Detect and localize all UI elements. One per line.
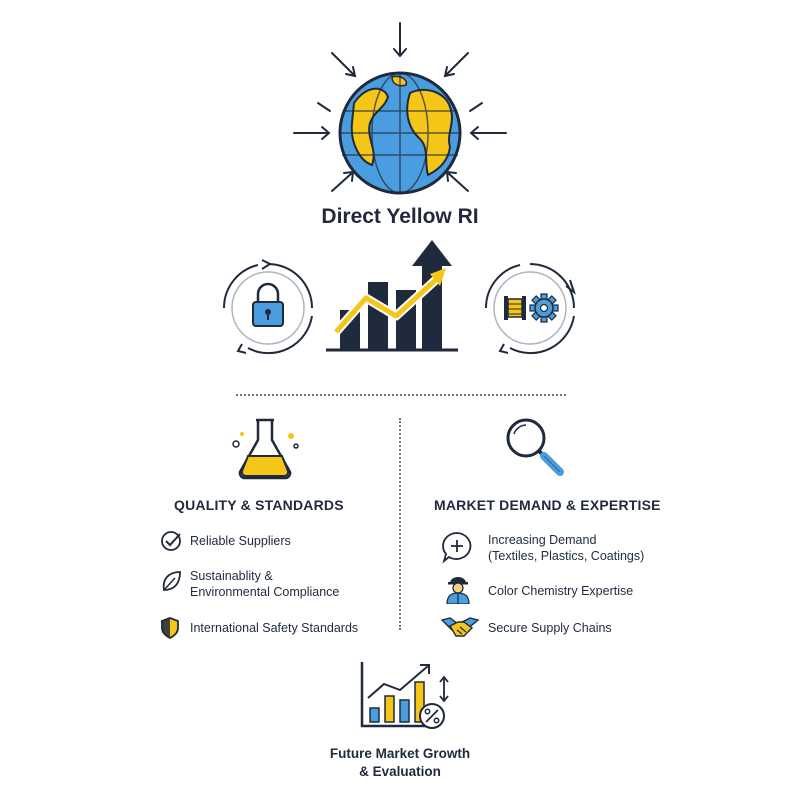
- footer-title-line1: Future Market Growth: [329, 746, 471, 761]
- list-item-label-line1: Sustainablity &: [190, 569, 273, 583]
- handshake-icon: [440, 617, 480, 637]
- chemist-person-icon: [446, 577, 470, 604]
- globe-icon: [293, 22, 507, 195]
- footer-title-line2: & Evaluation: [359, 764, 441, 779]
- vertical-divider: [399, 418, 401, 630]
- market-heading: MARKET DEMAND & EXPERTISE: [434, 497, 661, 513]
- lock-cycle-icon: [222, 259, 313, 355]
- spool-gear-cycle-icon: [484, 263, 576, 355]
- shield-icon: [161, 617, 179, 640]
- list-item-label-line2: Environmental Compliance: [190, 585, 340, 599]
- page-title: Direct Yellow RI: [321, 205, 479, 228]
- growth-percent-chart-icon: [360, 662, 449, 729]
- plus-speech-bubble-icon: [442, 532, 472, 564]
- list-item-label: Reliable Suppliers: [190, 534, 291, 548]
- list-item-label: Color Chemistry Expertise: [488, 584, 634, 598]
- quality-heading: QUALITY & STANDARDS: [174, 497, 344, 513]
- leaf-icon: [162, 571, 181, 591]
- magnifier-icon: [506, 418, 564, 476]
- growth-chart-icon: [326, 240, 458, 352]
- horizontal-divider: [236, 394, 566, 396]
- checkmark-circle-icon: [161, 531, 181, 551]
- list-item-label-line1: Increasing Demand: [488, 533, 597, 547]
- flask-icon: [232, 418, 299, 480]
- footer-title: Future Market Growth & Evaluation: [300, 745, 500, 781]
- list-item-label: Secure Supply Chains: [488, 621, 612, 635]
- list-item-label: International Safety Standards: [190, 621, 359, 635]
- list-item-label-line2: (Textiles, Plastics, Coatings): [488, 549, 645, 563]
